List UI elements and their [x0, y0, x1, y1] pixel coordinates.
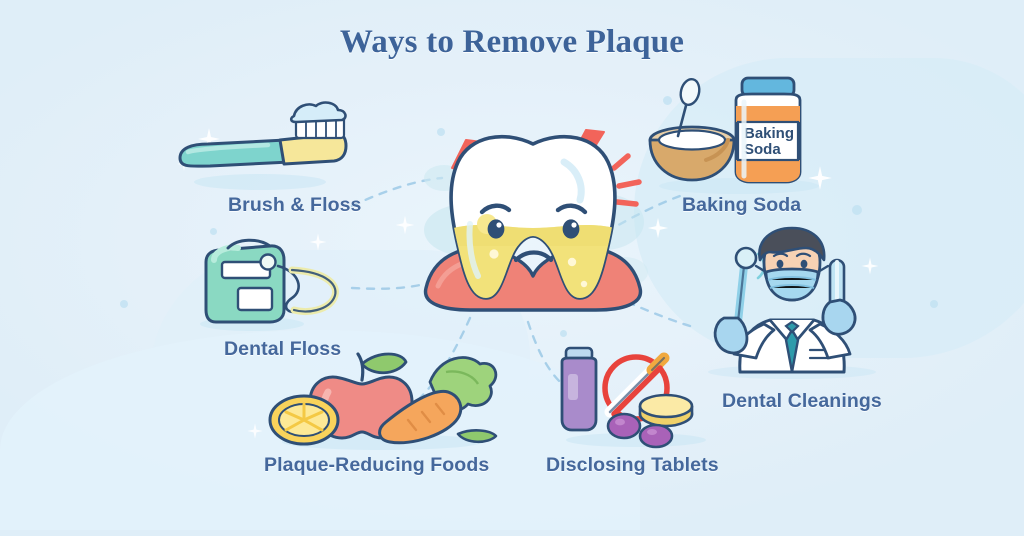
connector-baking-soda	[604, 194, 682, 234]
apple-leaf	[360, 352, 408, 375]
bowl-with-powder	[648, 77, 736, 182]
decorative-dot	[852, 205, 862, 215]
jar-label-line1: Baking	[744, 125, 794, 142]
floss-box-lid	[226, 238, 272, 250]
fruits-and-vegetables-icon	[262, 342, 502, 450]
floss-dispenser-knob	[259, 253, 277, 271]
celery	[456, 429, 498, 444]
decorative-dot	[210, 228, 217, 235]
tablet-purple	[638, 423, 674, 449]
tie	[784, 328, 800, 374]
toothpaste	[289, 101, 347, 124]
disclosing-tablets-icon	[548, 344, 723, 449]
connector-cleanings	[598, 288, 692, 328]
pain-rays	[611, 153, 642, 207]
label-dental-cleanings: Dental Cleanings	[722, 390, 882, 412]
decorative-dot	[663, 96, 672, 105]
decorative-dot	[437, 128, 445, 136]
glove-right	[821, 298, 857, 336]
eye-left	[776, 259, 784, 269]
eye-right	[800, 259, 808, 269]
brush-handle	[178, 138, 292, 168]
carrot	[378, 389, 463, 445]
jar-label	[736, 120, 800, 162]
glove-left	[713, 316, 749, 355]
spoon-bowl	[679, 77, 701, 107]
hair	[758, 226, 826, 262]
apple-stem	[356, 352, 365, 382]
label-dental-floss: Dental Floss	[224, 338, 342, 360]
decorative-dot	[930, 300, 938, 308]
decorative-dot	[560, 330, 567, 337]
eye-left	[487, 219, 505, 239]
baking-soda-jar: Baking Soda	[734, 76, 802, 184]
tablet-yellow	[638, 393, 694, 428]
jar-label-line2: Soda	[744, 141, 781, 158]
tablet-bottle	[560, 346, 598, 432]
floss-box-label-bottom	[236, 286, 274, 312]
eye-right	[562, 219, 580, 239]
gum	[423, 246, 643, 312]
tablet-purple	[606, 412, 642, 440]
lemon-slice	[268, 394, 340, 446]
floss-container-icon	[192, 236, 377, 332]
label-baking-soda: Baking Soda	[682, 194, 802, 216]
tooth-face	[479, 203, 588, 263]
baking-soda-jar-icon: Baking Soda	[644, 72, 834, 194]
label-brush-and-floss: Brush & Floss	[228, 194, 362, 216]
dentist-icon	[694, 226, 890, 379]
label-plaque-reducing-foods: Plaque-Reducing Foods	[264, 454, 490, 476]
label-disclosing-tablets: Disclosing Tablets	[546, 454, 719, 476]
sad-plaque-tooth	[408, 104, 658, 319]
page-title: Ways to Remove Plaque	[339, 24, 685, 60]
decorative-dot	[120, 300, 128, 308]
frown-mouth	[513, 250, 554, 263]
toothbrush-icon	[168, 100, 358, 190]
